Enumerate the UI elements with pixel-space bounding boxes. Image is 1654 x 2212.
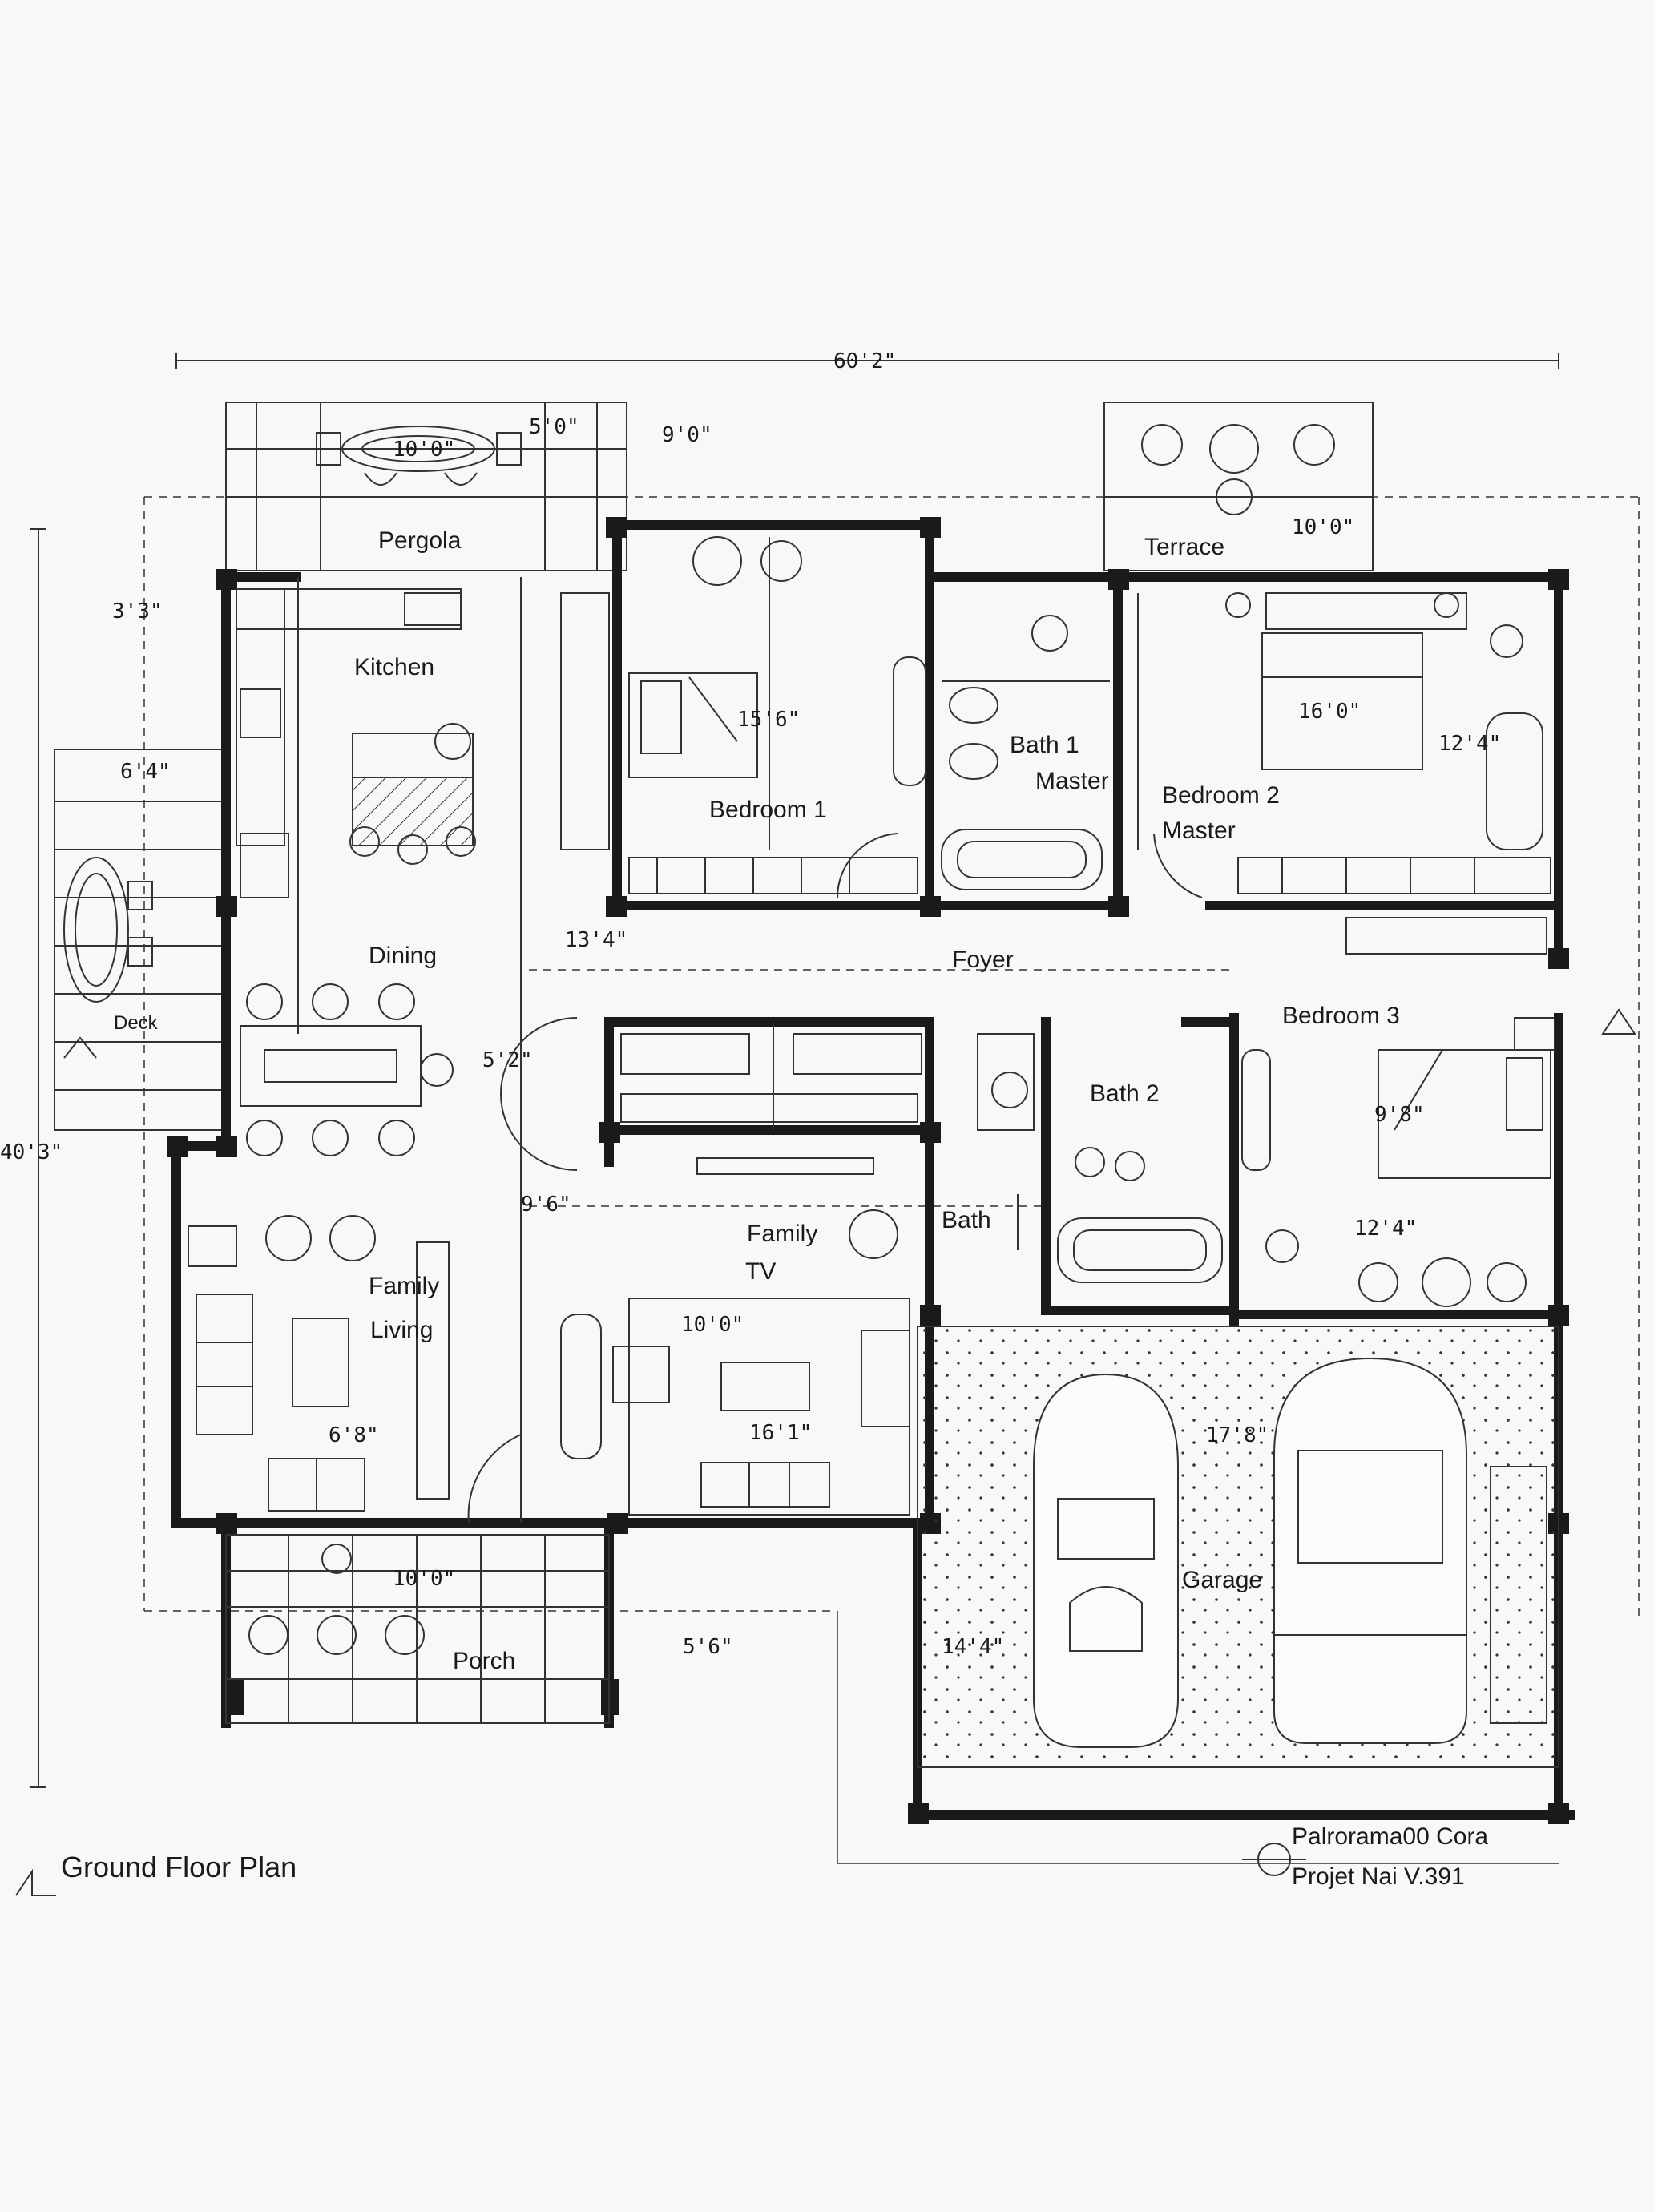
dim-family: 10'0" — [681, 1313, 744, 1337]
dim-overall-width: 60'2" — [833, 349, 897, 373]
dim-top-center: 9'0" — [662, 423, 712, 447]
pergola-structure — [225, 402, 627, 571]
kitchen-fixtures — [236, 577, 522, 1523]
room-label-bedroom1: Bedroom 1 — [709, 797, 827, 823]
room-label-tv-2: TV — [745, 1258, 777, 1285]
room-label-family-1: Family — [369, 1273, 440, 1299]
room-label-bath3: Bath — [942, 1207, 991, 1233]
room-label-porch: Porch — [453, 1648, 516, 1674]
garage-fixtures — [917, 1326, 1559, 1768]
plan-title: Ground Floor Plan — [61, 1851, 297, 1883]
dim-porch: 10'0" — [393, 1567, 456, 1591]
title-symbols — [15, 1008, 1636, 1896]
room-label-foyer: Foyer — [952, 947, 1014, 973]
terrace-structure — [1103, 402, 1374, 571]
bath2-fixtures — [977, 1033, 1223, 1283]
room-label-garage: Garage — [1182, 1567, 1263, 1593]
dim-family-low: 6'8" — [329, 1423, 379, 1447]
room-label-family-2: Living — [370, 1317, 434, 1343]
closet-fixtures — [500, 1017, 922, 1175]
dim-bedroom3-low: 12'4" — [1354, 1217, 1418, 1241]
dim-foyer-left: 5'2" — [482, 1048, 533, 1072]
stamp-line-1: Palrorama00 Cora — [1292, 1823, 1489, 1850]
room-label-bedroom3: Bedroom 3 — [1282, 1003, 1400, 1029]
bedroom2-fixtures — [1137, 592, 1551, 955]
room-label-dining: Dining — [369, 943, 438, 969]
dim-kitchen-left: 6'4" — [120, 760, 171, 784]
bedroom3-fixtures — [1241, 1017, 1555, 1307]
porch-fixtures — [225, 1534, 610, 1724]
dim-pergola-top: 5'0" — [529, 415, 579, 439]
dim-pergola: 10'0" — [393, 438, 456, 462]
room-label-bath2: Bath 2 — [1090, 1080, 1160, 1107]
dim-garage: 17'8" — [1206, 1423, 1269, 1447]
dim-left-top: 3'3" — [112, 599, 163, 624]
dim-dining: 13'4" — [565, 928, 628, 952]
dim-bedroom3: 9'8" — [1374, 1103, 1425, 1127]
dim-overall-depth: 40'3" — [0, 1140, 63, 1165]
room-label-terrace: Terrace — [1144, 534, 1225, 560]
master-bath-fixtures — [893, 615, 1110, 890]
room-label-bath-master-1: Bath 1 — [1010, 732, 1079, 758]
room-label-bedroom2-2: Master — [1162, 817, 1236, 844]
dim-bedroom2-side: 12'4" — [1438, 732, 1502, 756]
stamp-line-2: Projet Nai V.391 — [1292, 1863, 1465, 1890]
dim-tv: 16'1" — [749, 1421, 813, 1445]
dim-terrace: 10'0" — [1292, 515, 1355, 539]
room-label-bath-master-2: Master — [1035, 768, 1109, 794]
tv-room-fixtures — [612, 1209, 910, 1516]
room-label-tv-1: Family — [747, 1221, 818, 1247]
dim-foyer-mid: 9'6" — [521, 1193, 571, 1217]
dim-porch-right: 5'6" — [683, 1635, 733, 1659]
dining-fixtures — [240, 983, 454, 1156]
deck-structure — [54, 749, 225, 1131]
bedroom1-fixtures — [560, 536, 918, 898]
family-living-fixtures — [188, 1215, 602, 1524]
room-label-pergola: Pergola — [378, 527, 462, 554]
room-label-bedroom2-1: Bedroom 2 — [1162, 782, 1280, 809]
dim-center: 14'4" — [942, 1635, 1005, 1659]
room-label-deck: Deck — [114, 1012, 158, 1034]
dim-bedroom2: 16'0" — [1298, 700, 1362, 724]
dim-bedroom1: 15'6" — [737, 708, 801, 732]
room-label-kitchen: Kitchen — [354, 654, 435, 680]
